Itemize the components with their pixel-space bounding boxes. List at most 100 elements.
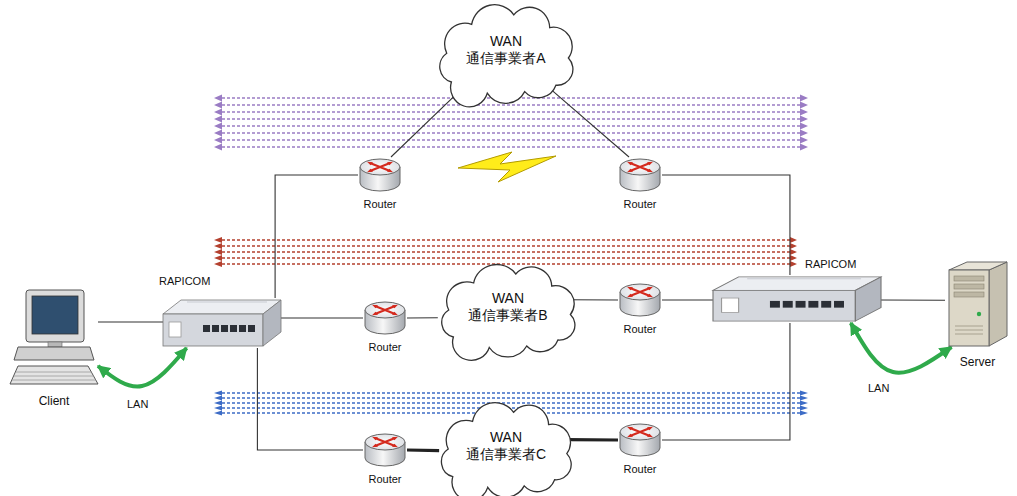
router-arrows bbox=[630, 163, 650, 171]
computer-icon bbox=[10, 288, 98, 388]
lightning-bolt bbox=[458, 152, 556, 182]
client-pc: Client bbox=[10, 288, 98, 388]
server-node: Server bbox=[945, 262, 1010, 347]
router-arrowheads bbox=[627, 162, 653, 172]
host-label: Server bbox=[960, 355, 995, 369]
router-label: Router bbox=[623, 198, 656, 211]
power-led bbox=[977, 312, 981, 316]
router-icon bbox=[363, 430, 407, 470]
router-icon bbox=[618, 280, 662, 320]
cloud-label: WAN 通信事業者A bbox=[458, 33, 554, 67]
router-icon bbox=[358, 155, 402, 195]
server-top bbox=[949, 262, 1007, 270]
wan-link bbox=[550, 88, 629, 157]
router-arrows bbox=[375, 438, 395, 446]
cloud-label: WAN 通信事業者B bbox=[460, 290, 556, 324]
device-port bbox=[834, 301, 844, 308]
lan-arrow bbox=[851, 323, 952, 373]
lan-link bbox=[881, 299, 945, 300]
device-top bbox=[713, 277, 881, 290]
device-front bbox=[713, 290, 855, 321]
device-port bbox=[248, 325, 255, 332]
device-top bbox=[163, 300, 281, 314]
keyboard bbox=[10, 366, 98, 384]
router-node: Router bbox=[618, 420, 662, 460]
network-label: LAN bbox=[868, 382, 889, 395]
device-logo bbox=[722, 298, 739, 312]
device-port bbox=[221, 325, 228, 332]
lan-link bbox=[98, 321, 163, 322]
drive-bay bbox=[954, 276, 984, 281]
router-top bbox=[620, 159, 660, 175]
router-top bbox=[360, 159, 400, 175]
wan-link bbox=[391, 88, 462, 157]
router-arrows bbox=[375, 306, 395, 314]
wan-link bbox=[567, 438, 618, 442]
router-top bbox=[365, 434, 405, 450]
router-node: Router bbox=[358, 155, 402, 195]
router-node: Router bbox=[618, 280, 662, 320]
router-node: Router bbox=[363, 430, 407, 470]
router-icon bbox=[618, 420, 662, 460]
router-arrows bbox=[630, 428, 650, 436]
router-top bbox=[620, 284, 660, 300]
device-side bbox=[855, 277, 881, 321]
wan-link bbox=[662, 175, 790, 275]
router-arrowheads bbox=[372, 437, 398, 447]
router-label: Router bbox=[363, 198, 396, 211]
router-top bbox=[365, 302, 405, 318]
device-edge bbox=[187, 302, 267, 303]
router-node: Router bbox=[363, 298, 407, 338]
device-label: RAPICOM bbox=[805, 258, 856, 271]
device-port bbox=[239, 325, 246, 332]
wan-link bbox=[257, 348, 363, 450]
server-icon bbox=[945, 262, 1010, 347]
router-label: Router bbox=[623, 323, 656, 336]
cloud-label: WAN 通信事業者C bbox=[458, 429, 554, 463]
wan-link bbox=[275, 175, 358, 298]
router-label: Router bbox=[623, 463, 656, 476]
device-side bbox=[263, 300, 281, 346]
drive-bay bbox=[954, 284, 984, 289]
router-top bbox=[620, 424, 660, 440]
wan-link bbox=[407, 317, 438, 318]
drive-bay bbox=[954, 292, 984, 297]
session-arrowheads bbox=[214, 237, 797, 267]
router-arrowheads bbox=[367, 162, 393, 172]
router-label: Router bbox=[368, 341, 401, 354]
device-port bbox=[783, 301, 793, 308]
wan-link bbox=[662, 323, 790, 440]
wan-cloud: WAN 通信事業者A bbox=[428, 2, 584, 98]
monitor-case bbox=[26, 290, 84, 342]
wan-link bbox=[569, 299, 618, 300]
router-icon bbox=[618, 155, 662, 195]
rapicom-device: RAPICOM bbox=[163, 298, 281, 348]
session-band bbox=[222, 98, 800, 147]
cloud-shape bbox=[440, 5, 573, 107]
keyboard-keys bbox=[12, 372, 96, 380]
monitor-neck bbox=[48, 342, 62, 347]
device-port bbox=[770, 301, 780, 308]
device-edge bbox=[747, 278, 861, 279]
wan-cloud: WAN 通信事業者B bbox=[430, 262, 586, 352]
router-arrowheads bbox=[627, 287, 653, 297]
wan-link bbox=[662, 299, 713, 300]
rapicom-box bbox=[713, 275, 881, 323]
monitor-screen bbox=[32, 296, 78, 334]
cloud-shape bbox=[441, 403, 571, 496]
router-arrowheads bbox=[372, 305, 398, 315]
server-side bbox=[989, 262, 1007, 346]
router-icon bbox=[363, 298, 407, 338]
rapicom-box bbox=[163, 298, 281, 348]
device-port bbox=[808, 301, 818, 308]
wan-link bbox=[281, 317, 363, 318]
device-port bbox=[203, 325, 210, 332]
cloud-shape bbox=[442, 265, 575, 361]
device-logo bbox=[169, 322, 181, 337]
device-port bbox=[796, 301, 806, 308]
wan-cloud: WAN 通信事業者C bbox=[430, 400, 582, 492]
router-node: Router bbox=[618, 155, 662, 195]
device-port bbox=[821, 301, 831, 308]
router-arrows bbox=[370, 163, 390, 171]
